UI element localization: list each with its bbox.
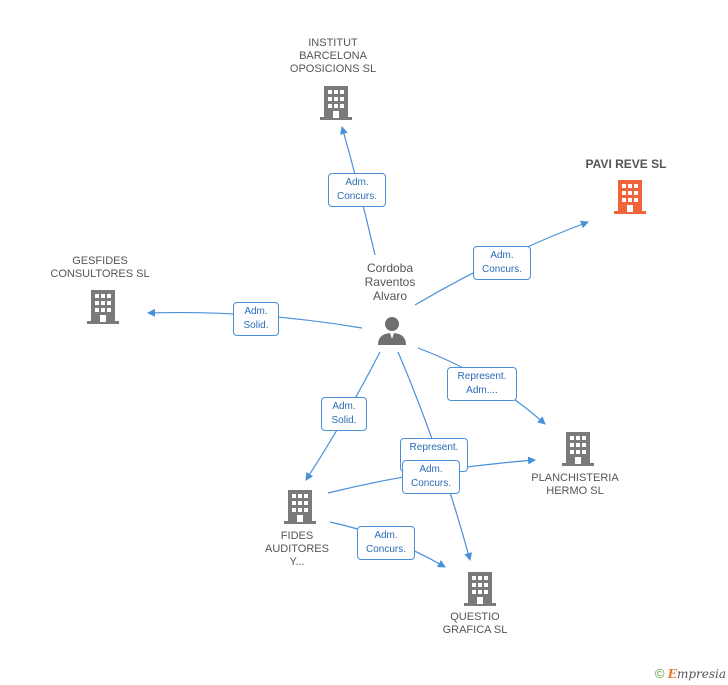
- edge-label-institut[interactable]: Adm. Concurs.: [328, 173, 386, 207]
- edge-label-pavireve[interactable]: Adm. Concurs.: [473, 246, 531, 280]
- person-name[interactable]: Cordoba Raventos Alvaro: [364, 261, 416, 303]
- person-icon[interactable]: [377, 315, 407, 345]
- empresia-logo: © Empresia: [655, 666, 726, 681]
- company-label-gesfides[interactable]: GESFIDES CONSULTORES SL: [50, 255, 150, 280]
- copyright-icon: ©: [654, 666, 665, 681]
- building-icon-main[interactable]: [614, 180, 646, 214]
- edge-label-fides-questio[interactable]: Adm. Concurs.: [357, 526, 415, 560]
- building-icon[interactable]: [87, 290, 119, 324]
- building-icon[interactable]: [464, 572, 496, 606]
- company-label-pavireve[interactable]: PAVI REVE SL: [585, 157, 667, 171]
- company-label-planchisteria[interactable]: PLANCHISTERIA HERMO SL: [531, 472, 619, 497]
- company-label-institut[interactable]: INSTITUT BARCELONA OPOSICIONS SL: [289, 37, 377, 75]
- edge-label-gesfides[interactable]: Adm. Solid.: [233, 302, 279, 336]
- edge-label-planchisteria[interactable]: Represent. Adm....: [447, 367, 517, 401]
- edge-label-fides[interactable]: Adm. Solid.: [321, 397, 367, 431]
- brand-name: Empresia: [667, 667, 726, 681]
- company-label-questio[interactable]: QUESTIO GRAFICA SL: [442, 611, 508, 636]
- edge-label-fides-planchisteria[interactable]: Adm. Concurs.: [402, 460, 460, 494]
- building-icon[interactable]: [284, 490, 316, 524]
- company-label-fides[interactable]: FIDES AUDITORES Y...: [265, 530, 329, 568]
- building-icon[interactable]: [562, 432, 594, 466]
- building-icon[interactable]: [320, 86, 352, 120]
